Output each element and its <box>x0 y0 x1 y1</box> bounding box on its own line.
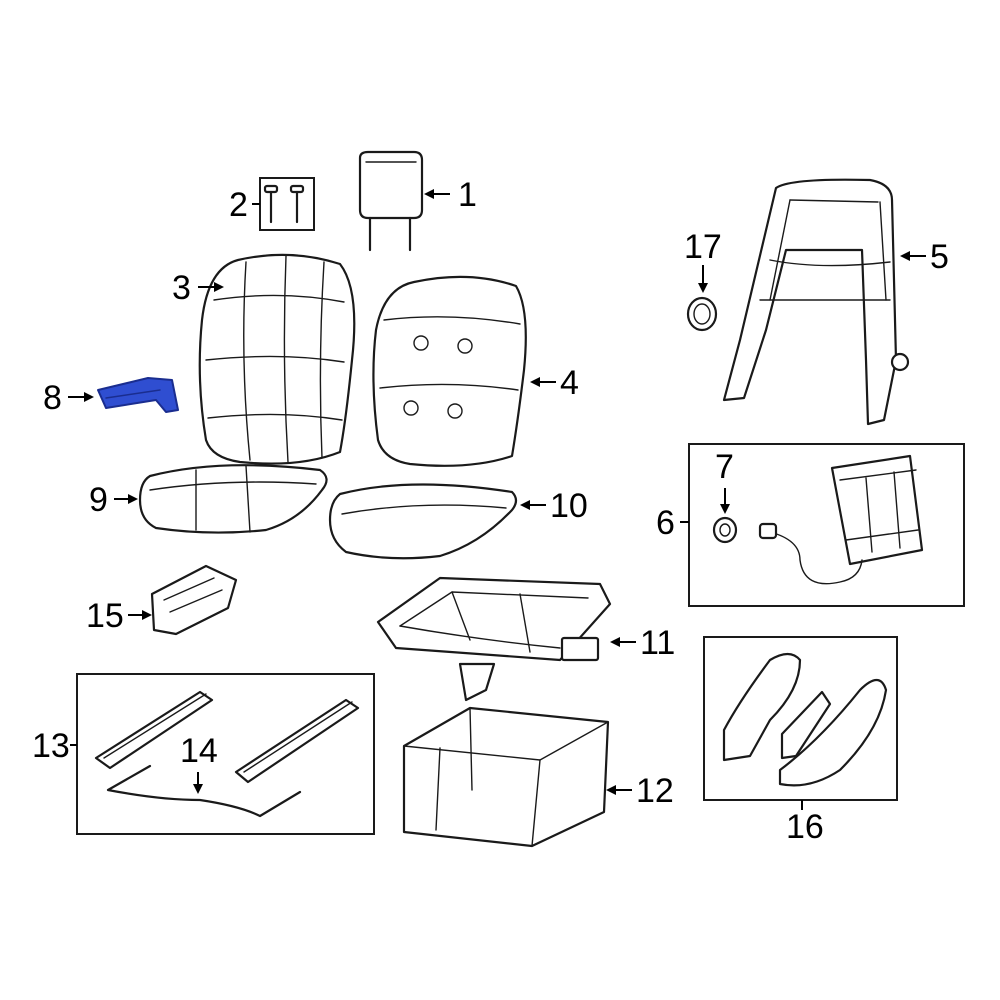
seat-track-kit-part[interactable] <box>76 673 375 835</box>
callout-16: 16 <box>786 808 824 846</box>
seat-back-pad-part[interactable] <box>372 275 527 467</box>
cushion-frame-part[interactable] <box>376 576 612 662</box>
lumbar-kit-part[interactable] <box>688 443 965 607</box>
guide-pins-part[interactable] <box>259 177 315 231</box>
adjuster-bracket-part[interactable] <box>150 564 238 636</box>
cushion-pad-part[interactable] <box>328 483 518 560</box>
highlighted-bracket-part[interactable] <box>97 377 179 413</box>
leader-lines <box>68 189 926 810</box>
callout-2: 2 <box>229 186 248 224</box>
callout-4: 4 <box>560 364 579 402</box>
seat-back-frame-part[interactable] <box>722 178 910 426</box>
callout-3: 3 <box>172 269 191 307</box>
cushion-cover-part[interactable] <box>138 464 328 534</box>
callout-9: 9 <box>89 481 108 519</box>
callout-14: 14 <box>180 732 218 770</box>
callout-1: 1 <box>458 176 477 214</box>
callout-10: 10 <box>550 487 588 525</box>
side-shield-kit-part[interactable] <box>703 636 898 801</box>
lumbar-knob-part[interactable] <box>712 516 738 544</box>
callout-6: 6 <box>656 504 675 542</box>
callout-5: 5 <box>930 238 949 276</box>
callout-17: 17 <box>684 228 722 266</box>
callout-12: 12 <box>636 772 674 810</box>
release-bar-part[interactable] <box>106 764 302 818</box>
recliner-knob-part[interactable] <box>686 296 718 332</box>
highlighted-bracket-shape <box>97 377 179 413</box>
callout-11: 11 <box>640 624 675 662</box>
seat-riser-part[interactable] <box>402 662 610 848</box>
seat-back-cover-part[interactable] <box>198 253 356 465</box>
callout-15: 15 <box>86 597 124 635</box>
callout-13: 13 <box>32 727 70 765</box>
callout-7: 7 <box>715 448 734 486</box>
headrest-part[interactable] <box>358 150 424 252</box>
callout-8: 8 <box>43 379 62 417</box>
